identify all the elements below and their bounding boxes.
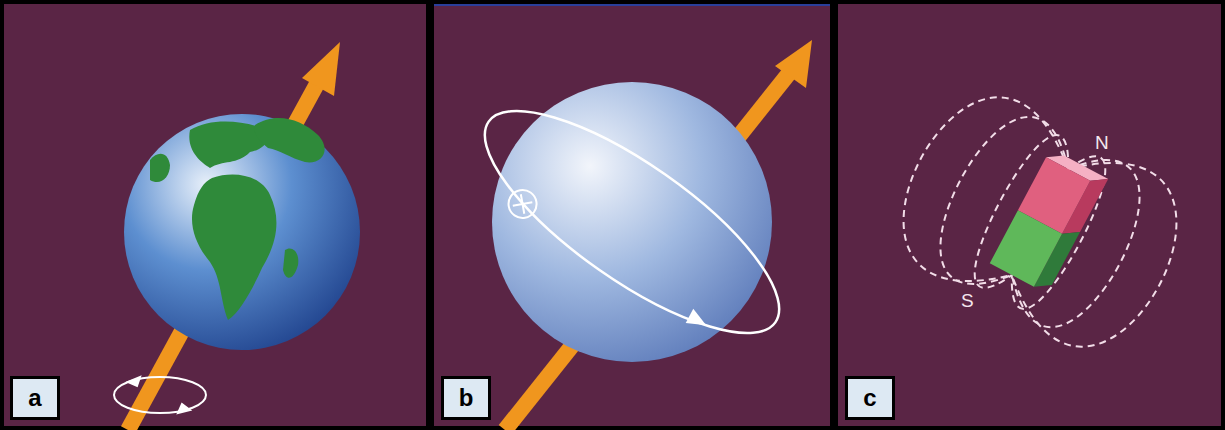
field-lines [876, 74, 1205, 371]
panel-letter-box: c [845, 376, 895, 420]
panel-letter: a [28, 384, 41, 412]
bar-magnet [990, 148, 1108, 293]
pole-label: S [958, 290, 977, 312]
panel-letter-box: b [441, 376, 491, 420]
panel-letter-box: a [10, 376, 60, 420]
earth-globe [124, 114, 360, 350]
orbit-path [453, 74, 809, 373]
panel [4, 4, 426, 426]
panel [434, 4, 830, 426]
nucleus-sphere [492, 82, 772, 362]
panel [838, 4, 1221, 426]
rotation-arrow [114, 377, 206, 413]
pole-label: N [1092, 132, 1112, 154]
panel-letter: b [459, 384, 474, 412]
panel-letter: c [863, 384, 876, 412]
